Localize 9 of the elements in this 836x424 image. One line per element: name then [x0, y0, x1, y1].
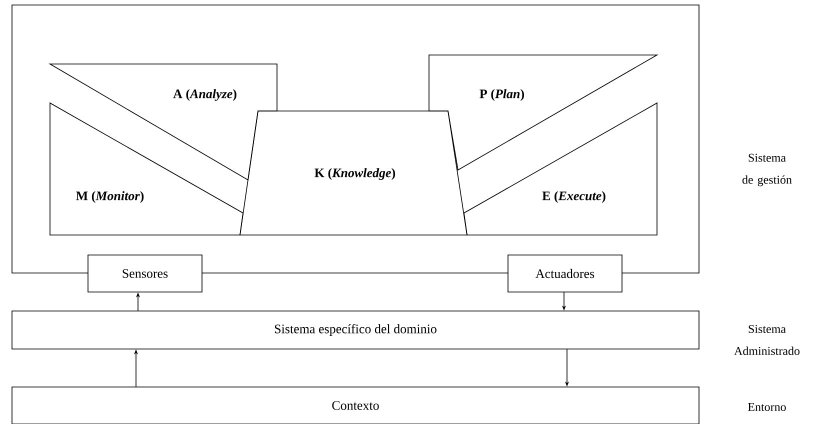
process-box: Sensores [88, 254, 202, 292]
mape-block: P (Plan) [428, 54, 658, 171]
process-box: Contexto [12, 386, 700, 424]
process-box: Sistema específico del dominio [12, 310, 700, 350]
layer-label: Sistema de gestión [742, 154, 792, 186]
layer-label: Entorno [748, 403, 786, 411]
layer-label: Sistema Administrado [734, 324, 800, 356]
process-box: Actuadores [508, 254, 622, 292]
mape-block: K (Knowledge) [240, 110, 468, 236]
